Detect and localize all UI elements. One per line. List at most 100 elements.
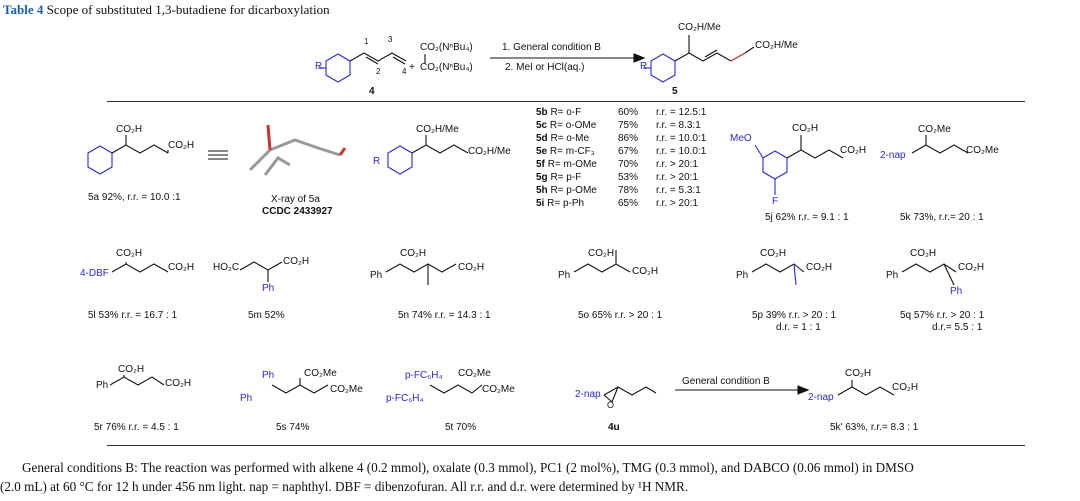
structure-5l xyxy=(111,263,169,273)
group: CO₂Me xyxy=(304,368,337,379)
position-1: 1 xyxy=(364,37,369,46)
caption-5t: 5t 70% xyxy=(445,422,477,433)
r-group-label: R xyxy=(373,156,381,167)
group: CO₂H/Me xyxy=(468,146,511,157)
reaction-arrow-2 xyxy=(675,385,810,395)
structure-5kp xyxy=(837,386,895,396)
group: CO₂H xyxy=(760,248,787,259)
caption-5r: 5r 76% r.r. = 4.5 : 1 xyxy=(94,422,179,433)
position-4: 4 xyxy=(402,67,407,76)
ccdc-number: CCDC 2433927 xyxy=(262,206,333,217)
benzene-ring-4 xyxy=(318,53,351,83)
group: Ph xyxy=(558,270,571,281)
reactant-label: 4 xyxy=(369,86,375,97)
caption-5m: 5m 52% xyxy=(248,310,285,321)
caption-5o: 5o 65% r.r. > 20 : 1 xyxy=(578,310,663,321)
group: CO₂H xyxy=(116,248,143,259)
step-1: 1. General condition B xyxy=(502,42,601,53)
group: CO₂Me xyxy=(330,384,363,395)
group: Ph xyxy=(96,380,109,391)
product-group-right: CO₂H/Me xyxy=(755,40,798,51)
dr-5q: d.r.= 5.5 : 1 xyxy=(932,322,983,333)
structure-5p xyxy=(751,263,805,273)
group: CO₂H xyxy=(892,382,919,393)
structure-5r xyxy=(109,376,165,386)
group: Ph xyxy=(262,370,275,381)
footnote-line-2: (2.0 mL) at 60 °C for 12 h under 456 nm … xyxy=(0,479,689,494)
group: CO₂Me xyxy=(482,384,515,395)
structure-generic-5 xyxy=(387,135,469,175)
table-title: Table 4 Scope of substituted 1,3-butadie… xyxy=(3,2,330,18)
structure-5j xyxy=(754,135,844,195)
caption-5k: 5k 73%, r.r.= 20 : 1 xyxy=(900,212,984,223)
caption-5s: 5s 74% xyxy=(276,422,310,433)
group: CO₂H xyxy=(840,145,867,156)
group: p-FC₆H₄ xyxy=(386,393,424,404)
structure-5s xyxy=(271,384,329,394)
group: CO₂Me xyxy=(918,124,951,135)
group: MeO xyxy=(730,133,752,144)
step-2: 2. MeI or HCl(aq.) xyxy=(505,62,585,73)
group: CO₂Me xyxy=(458,368,491,379)
caption-5q: 5q 57% r.r. > 20 : 1 xyxy=(900,310,985,321)
group: CO₂H xyxy=(118,364,145,375)
structure-5k xyxy=(911,144,969,154)
group: Ph xyxy=(886,270,899,281)
caption-5kp: 5k' 63%, r.r.= 8.3 : 1 xyxy=(830,422,919,433)
r-group-label: R xyxy=(315,61,323,72)
group: CO₂H xyxy=(632,266,659,277)
caption-5n: 5n 74% r.r. = 14.3 : 1 xyxy=(398,310,491,321)
structure-5m xyxy=(239,261,283,271)
group: CO₂H xyxy=(165,378,192,389)
dr-5p: d.r. = 1 : 1 xyxy=(776,322,821,333)
group: 4-DBF xyxy=(80,268,109,279)
footnote: General conditions B: The reaction was p… xyxy=(0,458,1080,496)
structure-5n xyxy=(385,263,457,273)
group: CO₂H xyxy=(400,248,427,259)
structure-5o xyxy=(573,263,631,273)
caption-4u: 4u xyxy=(608,422,620,433)
group: p-FC₆H₄ xyxy=(405,370,443,381)
table-label: Table 4 xyxy=(3,2,44,17)
group: Ph xyxy=(736,270,749,281)
group: CO₂H xyxy=(958,262,985,273)
oxalate-top: CO₂(NⁿBu₄) xyxy=(420,42,473,53)
structure-5a xyxy=(87,135,169,175)
caption-5p: 5p 39% r.r. > 20 : 1 xyxy=(752,310,837,321)
group: CO₂H xyxy=(588,248,615,259)
top-rule xyxy=(107,101,1025,102)
group: CO₂H xyxy=(458,262,485,273)
group: CO₂H/Me xyxy=(416,124,459,135)
group: HO₂C xyxy=(213,262,240,273)
caption-5j: 5j 62% r.r. = 9.1 : 1 xyxy=(765,212,849,223)
table-caption: Scope of substituted 1,3-butadiene for d… xyxy=(46,2,330,17)
diene-chain-4 xyxy=(349,52,407,65)
caption-5l: 5l 53% r.r. = 16.7 : 1 xyxy=(88,310,178,321)
position-2: 2 xyxy=(376,67,381,76)
reaction-arrow xyxy=(490,53,646,63)
bottom-rule xyxy=(107,445,1025,446)
benzene-ring-5 xyxy=(643,53,676,83)
group: 2-nap xyxy=(880,150,906,161)
group: CO₂H xyxy=(806,262,833,273)
structure-5q xyxy=(901,263,957,273)
plus-sign: + xyxy=(409,62,415,73)
group: CO₂H xyxy=(283,256,310,267)
group: Ph xyxy=(262,283,275,294)
product-group-top: CO₂H/Me xyxy=(678,22,721,33)
chain-5 xyxy=(674,35,732,62)
footnote-line-1: General conditions B: The reaction was p… xyxy=(22,460,914,475)
structure-4u xyxy=(603,386,657,403)
group: CO₂H xyxy=(910,248,937,259)
xray-caption: X-ray of 5a xyxy=(271,194,320,205)
structure-5t xyxy=(429,384,483,394)
group: F xyxy=(772,196,779,207)
